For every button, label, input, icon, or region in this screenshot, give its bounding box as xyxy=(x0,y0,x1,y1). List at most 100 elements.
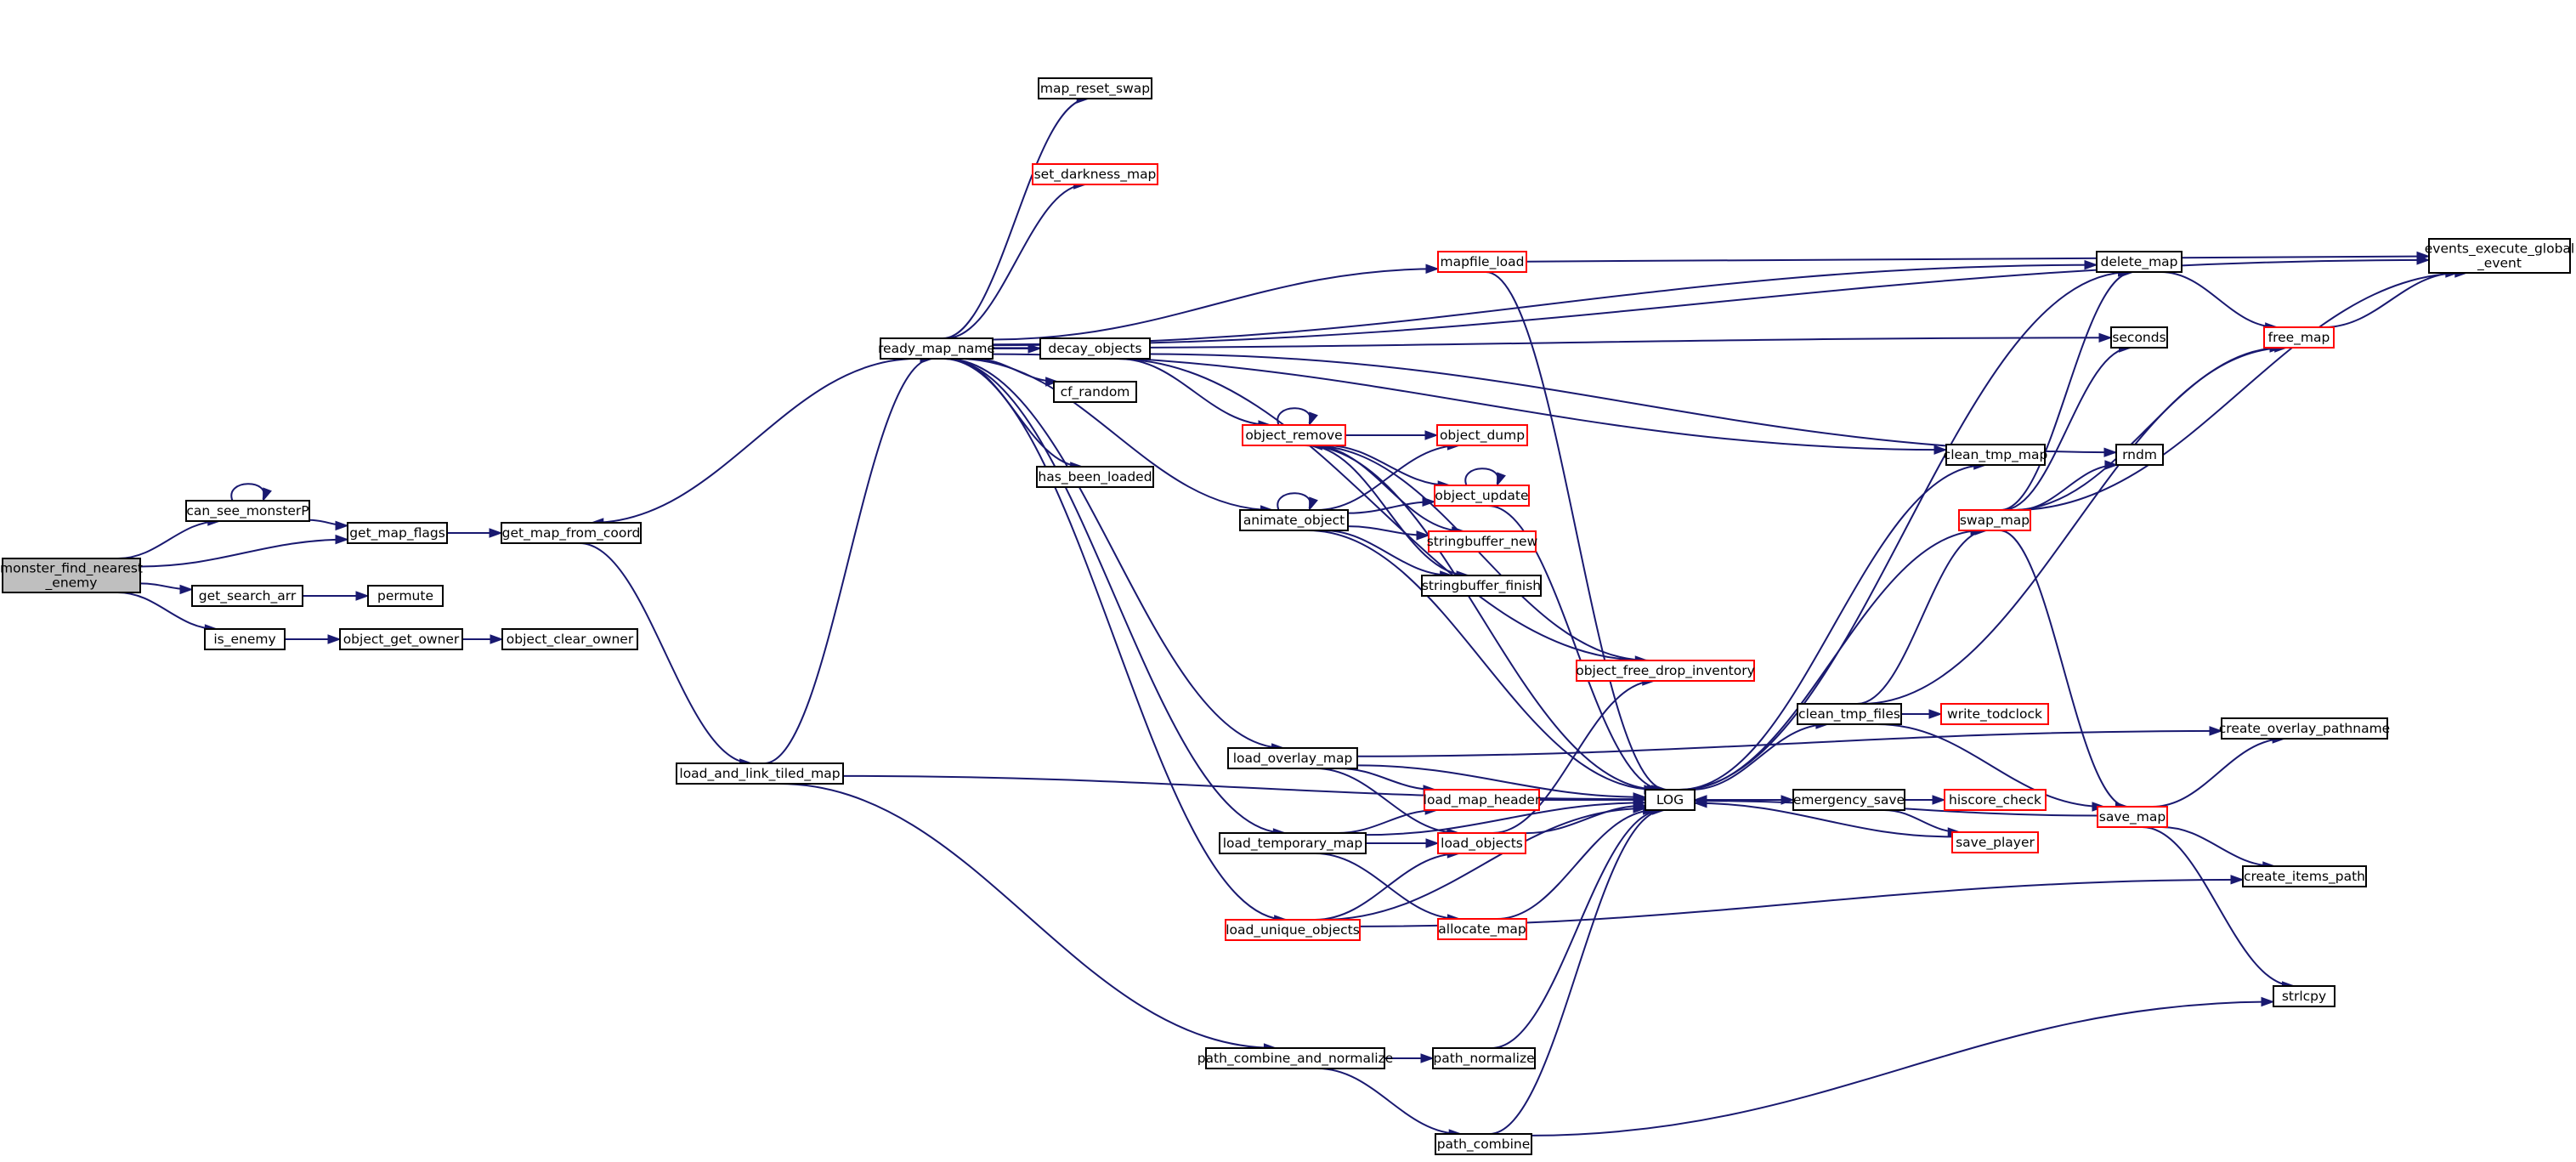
node-is-enemy[interactable]: is_enemy xyxy=(204,628,286,650)
node-path-combine[interactable]: path_combine xyxy=(1435,1133,1532,1155)
node-load-and-link-tiled-map[interactable]: load_and_link_tiled_map xyxy=(676,762,844,785)
node-mapfile-load[interactable]: mapfile_load xyxy=(1437,251,1527,273)
node-load-objects[interactable]: load_objects xyxy=(1437,832,1526,854)
node-object-dump[interactable]: object_dump xyxy=(1436,424,1528,446)
node-object-update[interactable]: object_update xyxy=(1434,485,1530,507)
node-monster-find-nearest-enemy[interactable]: monster_find_nearest_enemy xyxy=(0,558,143,593)
node-write-todclock[interactable]: write_todclock xyxy=(1940,703,2049,725)
node-path-combine-and-normalize[interactable]: path_combine_and_normalize xyxy=(1197,1047,1394,1069)
node-box[interactable] xyxy=(185,500,310,522)
node-box[interactable] xyxy=(2221,717,2388,740)
node-decay-objects[interactable]: decay_objects xyxy=(1039,337,1151,360)
node-object-remove[interactable]: object_remove xyxy=(1242,424,1346,446)
node-emergency-save[interactable]: emergency_save xyxy=(1792,789,1905,811)
node-hiscore-check[interactable]: hiscore_check xyxy=(1944,789,2047,811)
node-box[interactable] xyxy=(1437,251,1527,273)
node-stringbuffer-new[interactable]: stringbuffer_new xyxy=(1427,530,1538,553)
node-save-map[interactable]: save_map xyxy=(2097,806,2168,828)
node-box[interactable] xyxy=(2115,444,2164,466)
node-load-overlay-map[interactable]: load_overlay_map xyxy=(1227,747,1358,769)
node-free-map[interactable]: free_map xyxy=(2263,326,2335,349)
node-box[interactable] xyxy=(1645,789,1696,811)
node-delete-map[interactable]: delete_map xyxy=(2096,251,2183,273)
node-box[interactable] xyxy=(191,585,303,607)
node-box[interactable] xyxy=(1432,1047,1536,1069)
node-cf-random[interactable]: cf_random xyxy=(1053,381,1137,403)
node-load-temporary-map[interactable]: load_temporary_map xyxy=(1219,832,1367,854)
node-get-map-flags[interactable]: get_map_flags xyxy=(347,522,448,544)
node-strlcpy[interactable]: strlcpy xyxy=(2273,985,2335,1007)
node-box[interactable] xyxy=(1428,530,1537,553)
node-rndm[interactable]: rndm xyxy=(2115,444,2164,466)
node-get-map-from-coord[interactable]: get_map_from_coord xyxy=(501,522,642,544)
node-map-reset-swap[interactable]: map_reset_swap xyxy=(1038,77,1152,99)
node-ready-map-name[interactable]: ready_map_name xyxy=(878,337,995,360)
node-box[interactable] xyxy=(347,522,448,544)
node-path-normalize[interactable]: path_normalize xyxy=(1432,1047,1536,1069)
node-box[interactable] xyxy=(676,762,844,785)
node-box[interactable] xyxy=(1205,1047,1385,1069)
node-get-search-arr[interactable]: get_search_arr xyxy=(191,585,303,607)
node-box[interactable] xyxy=(1227,747,1358,769)
node-has-been-loaded[interactable]: has_been_loaded xyxy=(1036,466,1154,488)
node-box[interactable] xyxy=(501,628,638,650)
node-box[interactable] xyxy=(1053,381,1137,403)
node-box[interactable] xyxy=(2097,806,2168,828)
node-box[interactable] xyxy=(1225,919,1361,941)
node-permute[interactable]: permute xyxy=(367,585,444,607)
node-box[interactable] xyxy=(1940,703,2049,725)
node-box[interactable] xyxy=(2273,985,2335,1007)
node-box[interactable] xyxy=(1039,337,1151,360)
node-box[interactable] xyxy=(1434,485,1530,507)
node-box[interactable] xyxy=(1435,1133,1532,1155)
node-save-player[interactable]: save_player xyxy=(1951,831,2039,853)
node-box[interactable] xyxy=(1792,789,1905,811)
node-box[interactable] xyxy=(1797,703,1902,725)
node-clean-tmp-files[interactable]: clean_tmp_files xyxy=(1797,703,1902,725)
node-box[interactable] xyxy=(1421,575,1542,597)
node-box[interactable] xyxy=(1436,424,1528,446)
node-box[interactable] xyxy=(880,337,994,360)
node-box[interactable] xyxy=(1036,466,1154,488)
node-box[interactable] xyxy=(2110,326,2168,349)
node-LOG[interactable]: LOG xyxy=(1645,789,1696,811)
node-create-items-path[interactable]: create_items_path xyxy=(2242,865,2367,887)
node-object-clear-owner[interactable]: object_clear_owner xyxy=(501,628,638,650)
node-box[interactable] xyxy=(1219,832,1367,854)
node-box[interactable] xyxy=(339,628,463,650)
node-load-map-header[interactable]: load_map_header xyxy=(1424,789,1541,811)
node-box[interactable] xyxy=(1945,444,2046,466)
node-clean-tmp-map[interactable]: clean_tmp_map xyxy=(1944,444,2048,466)
node-box[interactable] xyxy=(2,558,141,593)
node-create-overlay-pathname[interactable]: create_overlay_pathname xyxy=(2219,717,2390,740)
node-seconds[interactable]: seconds xyxy=(2110,326,2168,349)
node-box[interactable] xyxy=(1944,789,2047,811)
node-animate-object[interactable]: animate_object xyxy=(1239,509,1349,531)
node-box[interactable] xyxy=(1239,509,1349,531)
node-box[interactable] xyxy=(1032,163,1158,185)
node-box[interactable] xyxy=(1437,918,1527,940)
node-box[interactable] xyxy=(1038,77,1152,99)
node-box[interactable] xyxy=(1576,660,1755,682)
node-load-unique-objects[interactable]: load_unique_objects xyxy=(1225,919,1361,941)
node-stringbuffer-finish[interactable]: stringbuffer_finish xyxy=(1421,575,1542,597)
node-box[interactable] xyxy=(2263,326,2335,349)
node-object-get-owner[interactable]: object_get_owner xyxy=(339,628,463,650)
node-box[interactable] xyxy=(2096,251,2183,273)
node-box[interactable] xyxy=(1242,424,1346,446)
node-box[interactable] xyxy=(204,628,286,650)
node-box[interactable] xyxy=(367,585,444,607)
node-allocate-map[interactable]: allocate_map xyxy=(1437,918,1527,940)
node-box[interactable] xyxy=(1951,831,2039,853)
node-object-free-drop-inventory[interactable]: object_free_drop_inventory xyxy=(1576,660,1755,682)
node-box[interactable] xyxy=(501,522,642,544)
node-box[interactable] xyxy=(1437,832,1526,854)
node-can-see-monsterP[interactable]: can_see_monsterP xyxy=(185,500,310,522)
node-set-darkness-map[interactable]: set_darkness_map xyxy=(1032,163,1158,185)
node-box[interactable] xyxy=(1958,509,2031,531)
node-events-execute-global-event[interactable]: events_execute_global_event xyxy=(2425,238,2574,274)
node-box[interactable] xyxy=(1424,789,1540,811)
node-box[interactable] xyxy=(2428,238,2571,274)
node-swap-map[interactable]: swap_map xyxy=(1958,509,2031,531)
node-box[interactable] xyxy=(2242,865,2367,887)
